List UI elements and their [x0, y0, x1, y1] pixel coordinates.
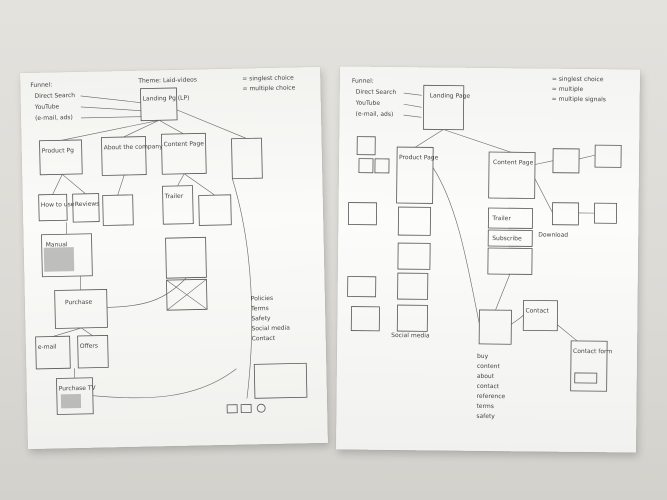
right-list-item: about	[477, 373, 495, 380]
right-landing-title: Landing Page	[430, 92, 471, 99]
right-list-item: contact	[477, 383, 500, 390]
left-funnel-item: (e-mail, ads)	[35, 114, 73, 122]
right-legend-item: = singlest choice	[552, 76, 604, 84]
left-legend-item: = multiple choice	[242, 84, 295, 92]
left-funnel-label: Funnel:	[30, 82, 52, 89]
right-node: Contact	[525, 307, 549, 314]
right-funnel-item: Direct Search	[356, 89, 397, 96]
right-node: Social media	[391, 332, 430, 339]
left-node: Purchase	[65, 299, 93, 307]
left-list-item: Safety	[251, 315, 271, 322]
left-node: Purchase TV	[59, 385, 97, 393]
right-node: Contact form	[573, 348, 612, 355]
left-node: Content Page	[164, 140, 205, 148]
sketch-drawing-left: Funnel: Direct Search YouTube (e-mail, a…	[30, 74, 308, 415]
left-list-item: Contact	[252, 335, 276, 343]
left-node: About the company	[104, 143, 164, 151]
left-funnel-item: Direct Search	[35, 92, 76, 100]
right-node: Subscribe	[492, 235, 522, 242]
right-node: Trailer	[491, 215, 511, 222]
left-landing-title: Landing Pg (LP)	[143, 95, 190, 103]
left-list-item: Social media	[251, 325, 290, 333]
right-legend-item: = multiple	[552, 86, 584, 93]
left-node: Product Pg	[42, 147, 74, 155]
sketch-sheet-right: Funnel: Direct Search YouTube (e-mail, a…	[336, 66, 640, 453]
right-list-item: content	[477, 363, 501, 370]
left-list-item: Terms	[250, 305, 269, 312]
sketch-sheet-left: Funnel: Direct Search YouTube (e-mail, a…	[20, 66, 328, 450]
right-list-item: safety	[476, 413, 495, 420]
right-node: Product Page	[399, 154, 439, 161]
right-list-item: buy	[477, 353, 489, 360]
left-legend-item: = singlest choice	[242, 74, 294, 82]
left-funnel-item: YouTube	[34, 103, 60, 111]
left-node: How to use	[41, 201, 75, 209]
left-node: e-mail	[38, 343, 57, 350]
left-top-note: Theme: Laid-videos	[137, 76, 197, 84]
left-node: Reviews	[75, 201, 100, 209]
right-node: Download	[538, 232, 568, 239]
right-list-item: reference	[477, 393, 506, 400]
right-list-item: terms	[476, 403, 493, 410]
left-node: Trailer	[164, 193, 184, 200]
right-legend-item: = multiple signals	[552, 96, 606, 104]
right-node: Content Page	[493, 159, 534, 166]
right-funnel-label: Funnel:	[352, 78, 374, 85]
left-list-item: Policies	[251, 295, 273, 302]
right-funnel-item: YouTube	[355, 100, 381, 107]
sketch-drawing-right: Funnel: Direct Search YouTube (e-mail, a…	[347, 76, 622, 420]
left-node: Manual	[46, 241, 68, 248]
left-node: Offers	[80, 343, 98, 350]
right-funnel-item: (e-mail, ads)	[355, 111, 393, 118]
